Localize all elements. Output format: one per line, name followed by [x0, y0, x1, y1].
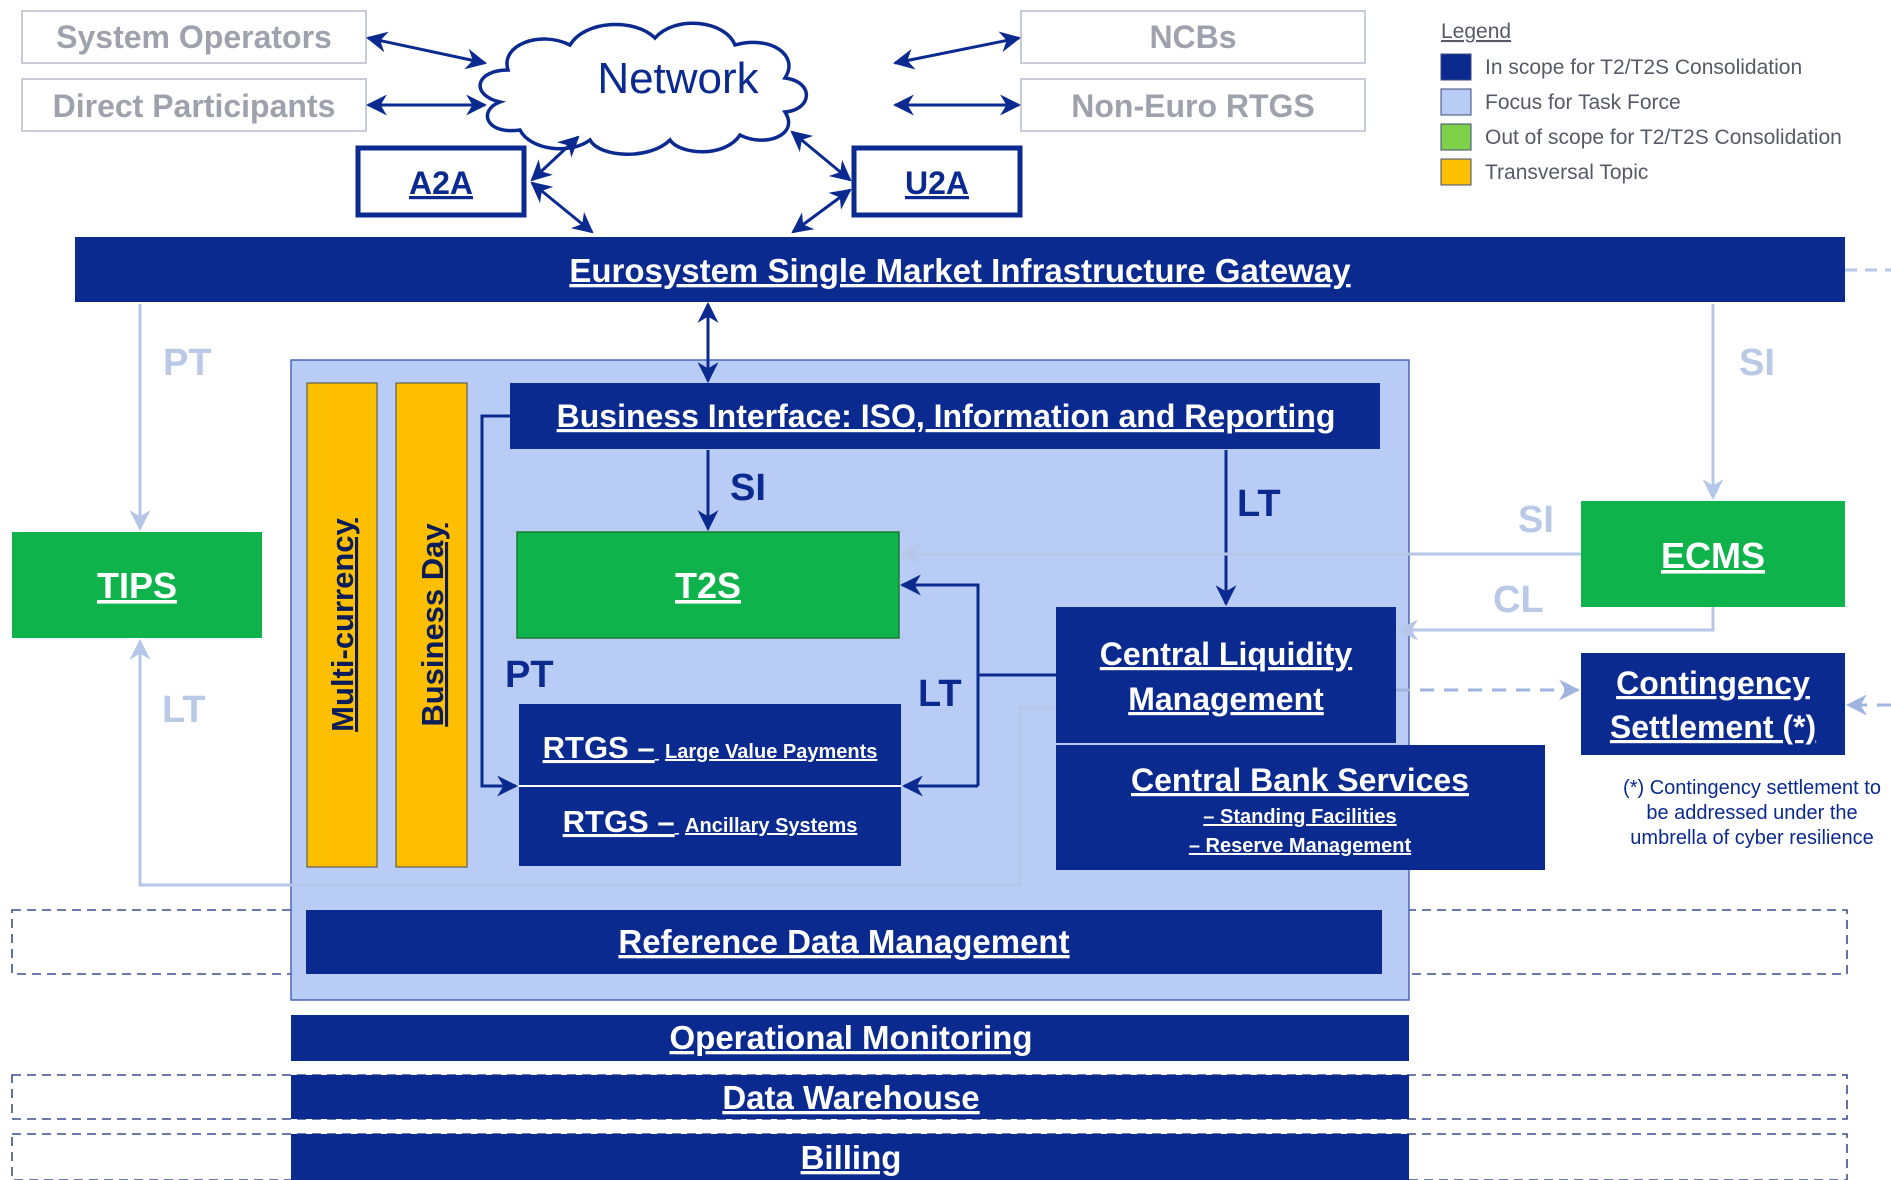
direct-participants-label: Direct Participants	[53, 88, 336, 124]
business-interface-bar: Business Interface: ISO, Information and…	[510, 383, 1380, 449]
label-pt-left: PT	[163, 342, 212, 384]
contingency-note-line1: (*) Contingency settlement to	[1623, 777, 1881, 799]
non-euro-rtgs-label: Non-Euro RTGS	[1071, 88, 1315, 124]
system-operators-label: System Operators	[56, 19, 332, 55]
cbs-title: Central Bank Services	[1131, 762, 1469, 798]
cbs-line1: – Standing Facilities	[1203, 806, 1396, 828]
arrow-clm-tips	[129, 638, 1056, 887]
a2a-label: A2A	[409, 165, 473, 201]
label-lt-inner: LT	[1237, 483, 1281, 525]
billing-bar: Billing	[291, 1134, 1409, 1180]
multi-currency-label: Multi-currency	[325, 517, 360, 731]
ecms-box: ECMS	[1581, 501, 1845, 607]
arrow-network-a2a	[530, 135, 580, 182]
label-si-ecms: SI	[1518, 499, 1554, 541]
non-euro-rtgs-box: Non-Euro RTGS	[1020, 78, 1366, 132]
rtgs-large-value: RTGS – Large Value Payments	[543, 730, 878, 765]
legend-swatch-out-of-scope	[1440, 123, 1472, 151]
direct-participants-box: Direct Participants	[21, 78, 367, 132]
reference-data-bar: Reference Data Management	[306, 910, 1382, 974]
rtgs-large-main: RTGS –	[543, 730, 655, 765]
clm-line1: Central Liquidity	[1100, 636, 1353, 672]
label-lt-left: LT	[162, 689, 206, 731]
billing-label: Billing	[801, 1139, 902, 1176]
legend-swatch-in-scope	[1440, 53, 1472, 81]
gateway-label: Eurosystem Single Market Infrastructure …	[569, 252, 1351, 289]
rtgs-box: RTGS – Large Value Payments RTGS – Ancil…	[519, 704, 901, 866]
legend-swatch-focus	[1440, 88, 1472, 116]
multi-currency-bar: Multi-currency	[306, 382, 378, 868]
contingency-line1: Contingency	[1616, 665, 1810, 701]
contingency-note: (*) Contingency settlement to be address…	[1623, 777, 1881, 849]
clm-box: Central Liquidity Management	[1056, 607, 1396, 743]
legend-item-focus: Focus for Task Force	[1485, 91, 1681, 114]
data-warehouse-label: Data Warehouse	[722, 1079, 979, 1116]
tips-label: TIPS	[97, 565, 177, 606]
ncbs-label: NCBs	[1149, 19, 1236, 55]
u2a-label: U2A	[905, 165, 969, 201]
rtgs-large-sub: Large Value Payments	[665, 741, 877, 763]
contingency-note-line2: be addressed under the	[1646, 802, 1857, 824]
rtgs-ancillary: RTGS – Ancillary Systems	[563, 804, 858, 839]
rtgs-ancillary-sub: Ancillary Systems	[685, 815, 857, 837]
arrow-ncbs-network	[892, 31, 1022, 70]
contingency-line2: Settlement (*)	[1610, 709, 1816, 745]
label-lt-mid: LT	[918, 673, 962, 715]
legend-swatch-transversal	[1440, 158, 1472, 186]
arrow-lt-t2s	[899, 574, 980, 786]
tips-box: TIPS	[12, 532, 262, 638]
arrow-a2a-gateway	[530, 181, 594, 234]
clm-line2: Management	[1128, 681, 1324, 717]
cbs-line2: – Reserve Management	[1189, 835, 1412, 857]
network-cloud: Network	[478, 21, 809, 156]
label-si-inner: SI	[730, 467, 766, 509]
contingency-box: Contingency Settlement (*)	[1581, 653, 1845, 755]
legend-item-transversal: Transversal Topic	[1485, 161, 1648, 184]
arrow-sysop-network	[365, 31, 488, 70]
data-warehouse-bar: Data Warehouse	[291, 1075, 1409, 1119]
arrow-u2a-gateway	[791, 188, 852, 234]
label-cl-ecms: CL	[1493, 579, 1544, 621]
legend-item-in-scope: In scope for T2/T2S Consolidation	[1485, 56, 1802, 79]
legend: Legend In scope for T2/T2S Consolidation…	[1440, 20, 1842, 186]
label-pt-inner: PT	[505, 654, 554, 696]
cbs-box: Central Bank Services – Standing Facilit…	[1056, 745, 1545, 870]
legend-title: Legend	[1441, 20, 1511, 43]
t2s-box: T2S	[516, 531, 900, 639]
business-day-bar: Business Day	[395, 382, 468, 868]
label-si-right: SI	[1739, 342, 1775, 384]
business-day-label: Business Day	[415, 523, 450, 727]
reference-data-label: Reference Data Management	[618, 923, 1069, 960]
t2s-label: T2S	[675, 565, 741, 606]
business-interface-label: Business Interface: ISO, Information and…	[557, 398, 1336, 434]
arrow-bi-rtgs	[480, 414, 519, 797]
a2a-box: A2A	[355, 145, 527, 218]
operational-monitoring-label: Operational Monitoring	[670, 1019, 1033, 1056]
gateway-bar: Eurosystem Single Market Infrastructure …	[75, 237, 1845, 302]
u2a-box: U2A	[851, 145, 1023, 218]
legend-item-out-of-scope: Out of scope for T2/T2S Consolidation	[1485, 126, 1842, 149]
ecms-label: ECMS	[1661, 535, 1765, 576]
arrow-ecms-clm	[1396, 607, 1715, 641]
contingency-note-line3: umbrella of cyber resilience	[1630, 827, 1873, 849]
arrow-network-u2a	[790, 130, 852, 182]
rtgs-ancillary-main: RTGS –	[563, 804, 675, 839]
ncbs-box: NCBs	[1020, 10, 1366, 64]
network-label: Network	[597, 54, 759, 103]
operational-monitoring-bar: Operational Monitoring	[291, 1015, 1409, 1061]
system-operators-box: System Operators	[21, 10, 367, 64]
